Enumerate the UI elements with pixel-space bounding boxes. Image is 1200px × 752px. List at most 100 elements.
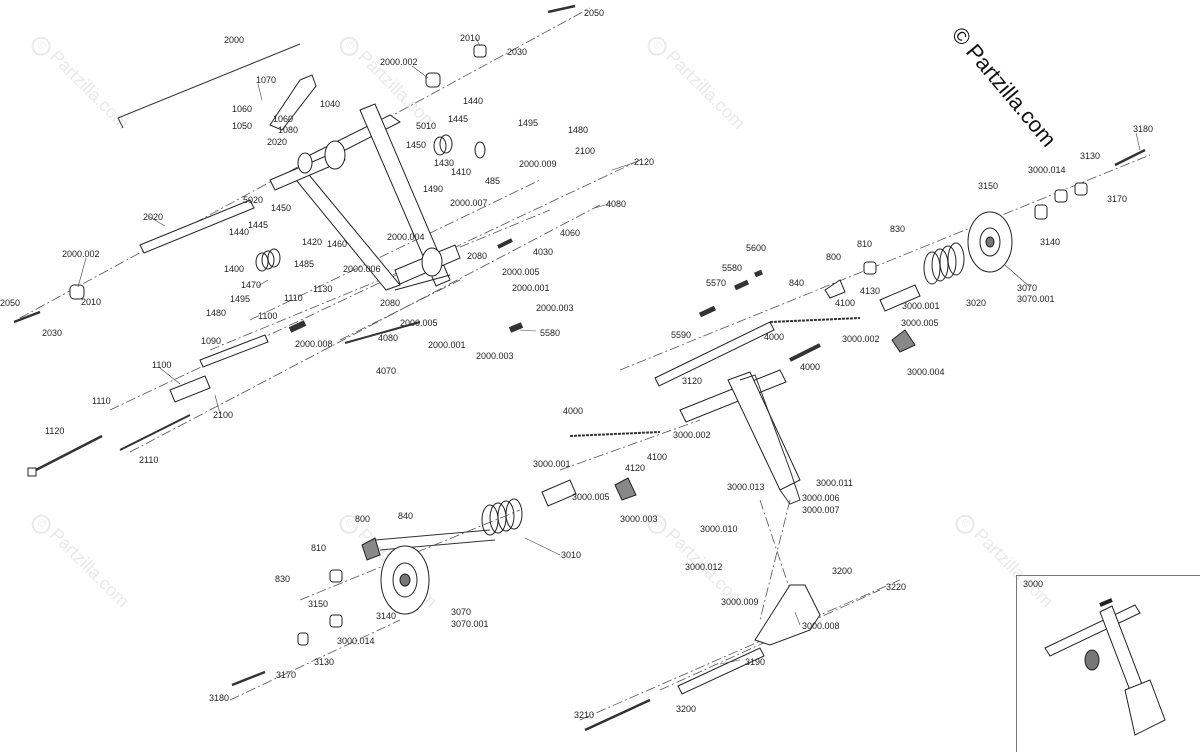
part-number-label[interactable]: 2020 (143, 212, 164, 222)
part-number-label[interactable]: 3000.003 (620, 514, 658, 524)
part-number-label[interactable]: 3020 (966, 298, 987, 308)
part-number-label[interactable]: 3000.005 (572, 492, 610, 502)
part-number-label[interactable]: 840 (789, 278, 805, 288)
part-number-label[interactable]: 2000.003 (536, 303, 574, 313)
part-number-label[interactable]: 3000.013 (727, 482, 765, 492)
part-number-label[interactable]: 2000.003 (476, 351, 514, 361)
part-number-label[interactable]: 2000.006 (343, 264, 381, 274)
part-number-label[interactable]: 3170 (1107, 194, 1128, 204)
part-number-label[interactable]: 1440 (463, 96, 484, 106)
part-number-label[interactable]: 2000.001 (512, 283, 550, 293)
part-number-label[interactable]: 3000.004 (907, 367, 945, 377)
part-number-label[interactable]: 4030 (533, 247, 554, 257)
part-number-label[interactable]: 3010 (561, 550, 582, 560)
part-number-label[interactable]: 5590 (671, 330, 692, 340)
part-number-label[interactable]: 2030 (507, 47, 528, 57)
part-number-label[interactable]: 3000.006 (802, 493, 840, 503)
part-number-label[interactable]: 3070.001 (451, 619, 489, 629)
part-number-label[interactable]: 2000.009 (519, 159, 557, 169)
part-number-label[interactable]: 3150 (978, 181, 999, 191)
part-number-label[interactable]: 3070.001 (1017, 294, 1055, 304)
part-number-label[interactable]: 3070 (1017, 283, 1038, 293)
part-number-label[interactable]: 4100 (647, 452, 668, 462)
part-number-label[interactable]: 2020 (267, 137, 288, 147)
part-number-label[interactable]: 1450 (406, 140, 427, 150)
part-number-label[interactable]: 3140 (1040, 237, 1061, 247)
part-number-label[interactable]: 4080 (378, 333, 399, 343)
part-number-label[interactable]: 3170 (276, 670, 297, 680)
part-number-label[interactable]: 1080 (278, 125, 299, 135)
part-number-label[interactable]: 2100 (575, 146, 596, 156)
part-number-label[interactable]: 3200 (676, 704, 697, 714)
part-number-label[interactable]: 1060 (232, 104, 253, 114)
part-number-label[interactable]: 4060 (560, 228, 581, 238)
part-number-label[interactable]: 1100 (152, 360, 172, 370)
part-number-label[interactable]: 3000.007 (802, 505, 840, 515)
part-number-label[interactable]: 1445 (248, 220, 269, 230)
part-number-label[interactable]: 840 (398, 511, 414, 521)
part-number-label[interactable]: 2050 (584, 8, 605, 18)
part-number-label[interactable]: 3000.010 (700, 524, 738, 534)
part-number-label[interactable]: 2000.002 (62, 249, 100, 259)
part-number-label[interactable]: 5600 (746, 243, 767, 253)
part-number-label[interactable]: 3070 (451, 607, 472, 617)
part-number-label[interactable]: 3210 (574, 710, 595, 720)
part-number-label[interactable]: 1400 (224, 264, 245, 274)
part-number-label[interactable]: 5580 (722, 263, 743, 273)
part-number-label[interactable]: 3000.001 (533, 459, 571, 469)
part-number-label[interactable]: 1490 (423, 184, 444, 194)
part-number-label[interactable]: 1450 (271, 203, 292, 213)
part-number-label[interactable]: 2120 (634, 157, 655, 167)
part-number-label[interactable]: 1120 (45, 426, 65, 436)
part-number-label[interactable]: 5570 (706, 278, 727, 288)
part-number-label[interactable]: 2000.005 (502, 267, 540, 277)
part-number-label[interactable]: 4070 (376, 366, 397, 376)
part-number-label[interactable]: 2000 (224, 35, 245, 45)
part-number-label[interactable]: 1040 (320, 99, 341, 109)
part-number-label[interactable]: 4000 (800, 362, 821, 372)
part-number-label[interactable]: 3140 (376, 611, 397, 621)
part-number-label[interactable]: 2050 (0, 298, 21, 308)
part-number-label[interactable]: 1110 (284, 293, 303, 303)
part-number-label[interactable]: 1070 (256, 75, 277, 85)
part-number-label[interactable]: 2010 (460, 33, 481, 43)
part-number-label[interactable]: 4100 (835, 298, 856, 308)
part-number-label[interactable]: 1495 (518, 118, 539, 128)
part-number-label[interactable]: 3000.002 (842, 334, 880, 344)
part-number-label[interactable]: 3120 (682, 376, 703, 386)
part-number-label[interactable]: 1445 (448, 114, 469, 124)
part-number-label[interactable]: 800 (826, 252, 842, 262)
part-number-label[interactable]: 1050 (232, 121, 253, 131)
part-number-label[interactable]: 1090 (201, 336, 222, 346)
part-number-label[interactable]: 2030 (42, 328, 63, 338)
part-number-label[interactable]: 3000.011 (816, 478, 853, 488)
part-number-label[interactable]: 3180 (209, 693, 230, 703)
part-number-label[interactable]: 5580 (540, 328, 561, 338)
part-number-label[interactable]: 810 (311, 543, 327, 553)
part-number-label[interactable]: 830 (275, 574, 291, 584)
part-number-label[interactable]: 3000.001 (902, 301, 940, 311)
part-number-label[interactable]: 485 (485, 176, 501, 186)
part-number-label[interactable]: 2000.002 (380, 57, 418, 67)
part-number-label[interactable]: 1460 (327, 239, 348, 249)
part-number-label[interactable]: 1130 (313, 284, 333, 294)
part-number-label[interactable]: 2000.008 (295, 339, 333, 349)
part-number-label[interactable]: 830 (890, 224, 906, 234)
part-number-label[interactable]: 3000.008 (802, 621, 840, 631)
part-number-label[interactable]: 1470 (241, 280, 262, 290)
part-number-label[interactable]: 4120 (625, 463, 646, 473)
part-number-label[interactable]: 2080 (380, 298, 401, 308)
part-number-label[interactable]: 3000.005 (901, 318, 939, 328)
part-number-label[interactable]: 3000.014 (337, 636, 375, 646)
part-number-label[interactable]: 1410 (451, 167, 472, 177)
part-number-label[interactable]: 3000.009 (721, 597, 759, 607)
part-number-label[interactable]: 3130 (1080, 151, 1101, 161)
part-number-label[interactable]: 2110 (139, 455, 159, 465)
part-number-label[interactable]: 3200 (832, 566, 853, 576)
part-number-label[interactable]: 3000.002 (673, 430, 711, 440)
part-number-label[interactable]: 5010 (416, 121, 437, 131)
part-number-label[interactable]: 4000 (563, 406, 584, 416)
part-number-label[interactable]: 2010 (81, 297, 102, 307)
part-number-label[interactable]: 3000.012 (685, 562, 723, 572)
part-number-label[interactable]: 4080 (606, 199, 627, 209)
